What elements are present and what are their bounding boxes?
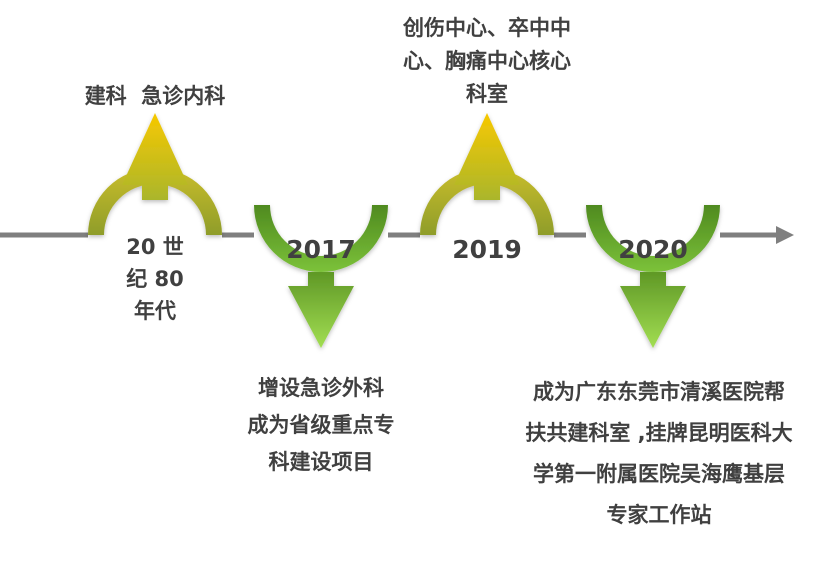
description-line: 成为广东东莞市清溪医院帮 [533, 380, 785, 404]
milestone-2-arrow [254, 205, 388, 348]
milestone-1-description: 建科 急诊内科 [50, 78, 260, 115]
milestone-2-label: 2017 [286, 235, 356, 264]
milestone-1-label-line: 20 世 [126, 235, 184, 259]
description-line: 专家工作站 [606, 503, 712, 527]
description-line: 创伤中心、卒中中 [403, 16, 571, 40]
milestone-1-label: 20 世 纪 80 年代 [105, 231, 205, 327]
description-line: 建科 急诊内科 [84, 84, 226, 108]
description-line: 科建设项目 [268, 450, 374, 474]
milestone-3-label: 2019 [452, 235, 522, 264]
milestone-4-label: 2020 [618, 235, 688, 264]
description-line: 增设急诊外科 [258, 376, 384, 400]
description-line: 学第一附属医院吴海鹰基层 [533, 462, 785, 486]
description-line: 科室 [466, 82, 508, 106]
milestone-2-description: 增设急诊外科 成为省级重点专 科建设项目 [216, 370, 426, 481]
milestone-4-description: 成为广东东莞市清溪医院帮 扶共建科室 ,挂牌昆明医科大 学第一附属医院吴海鹰基层… [500, 372, 818, 536]
description-line: 心、胸痛中心核心 [403, 49, 571, 73]
timeline-arrowhead [776, 226, 794, 244]
milestone-1-label-line: 年代 [134, 299, 176, 323]
milestone-3-arrow [420, 113, 554, 235]
milestone-3-description: 创伤中心、卒中中 心、胸痛中心核心 科室 [378, 12, 596, 111]
description-line: 扶共建科室 ,挂牌昆明医科大 [525, 421, 793, 445]
milestone-1-arrow [88, 113, 222, 235]
milestone-1-label-line: 纪 80 [126, 267, 184, 291]
description-line: 成为省级重点专 [247, 413, 395, 437]
milestone-4-arrow [586, 205, 720, 348]
